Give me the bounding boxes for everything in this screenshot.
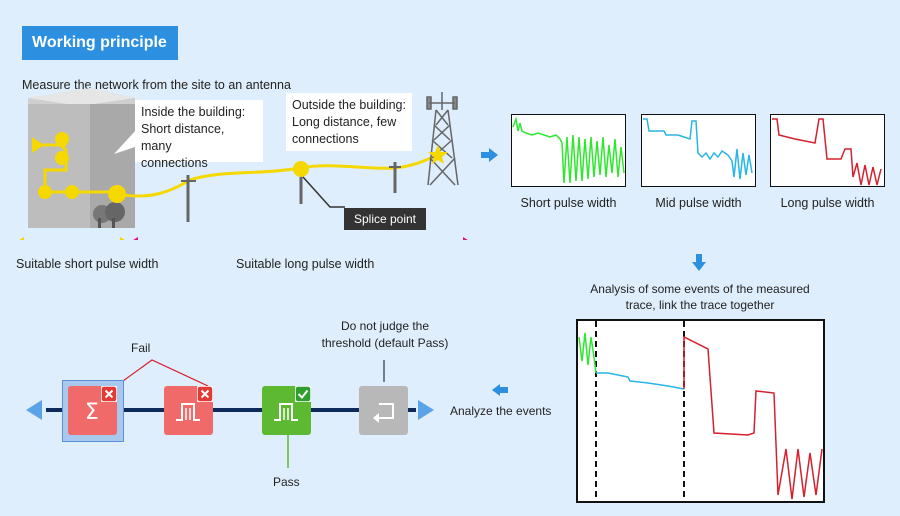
page-title: Working principle: [22, 26, 178, 60]
analyze-label: Analyze the events: [450, 404, 552, 418]
loop-icon: [373, 403, 394, 423]
trace-mid-pulse: [641, 114, 756, 187]
analysis-text: Analysis of some events of the measured …: [590, 282, 810, 312]
antenna-star-icon: [428, 145, 448, 164]
trace-long-pulse: [770, 114, 885, 187]
arrow-left-icon: [492, 384, 508, 396]
pass-check-icon: [295, 386, 311, 402]
splice-point-label: Splice point: [344, 208, 426, 230]
pass-label: Pass: [273, 475, 300, 489]
short-pulse-range-label: Suitable short pulse width: [16, 257, 159, 271]
arrow-down-icon: [692, 254, 706, 271]
no-judge-text: Do not judge the threshold (default Pass…: [321, 319, 449, 350]
sigma-icon: Σ: [85, 400, 99, 425]
splice-point-dot: [293, 161, 309, 177]
short-range-arrow: [19, 237, 125, 240]
callout-outside-building: Outside the building: Long distance, few…: [286, 93, 412, 151]
trace-long-label: Long pulse width: [780, 196, 875, 210]
trace-short-label: Short pulse width: [520, 196, 617, 210]
fail-x-icon: [101, 386, 117, 402]
fail-label: Fail: [131, 341, 151, 355]
event-neutral[interactable]: [359, 386, 408, 435]
long-pulse-range-label: Suitable long pulse width: [236, 257, 375, 271]
arrow-right-icon: [481, 148, 498, 162]
long-range-arrow: [133, 237, 468, 240]
antenna-tower-icon: [426, 92, 459, 186]
pulse-icon: [176, 403, 200, 421]
trace-short-pulse: [511, 114, 626, 187]
network-illustration: [19, 88, 468, 240]
trace-mid-label: Mid pulse width: [655, 196, 742, 210]
callout-inside-building: Inside the building: Short distance, man…: [135, 100, 263, 170]
fail-x-icon: [197, 386, 213, 402]
pulse-icon: [274, 403, 298, 421]
tree-icon: [93, 202, 125, 228]
combined-trace: [576, 319, 825, 503]
